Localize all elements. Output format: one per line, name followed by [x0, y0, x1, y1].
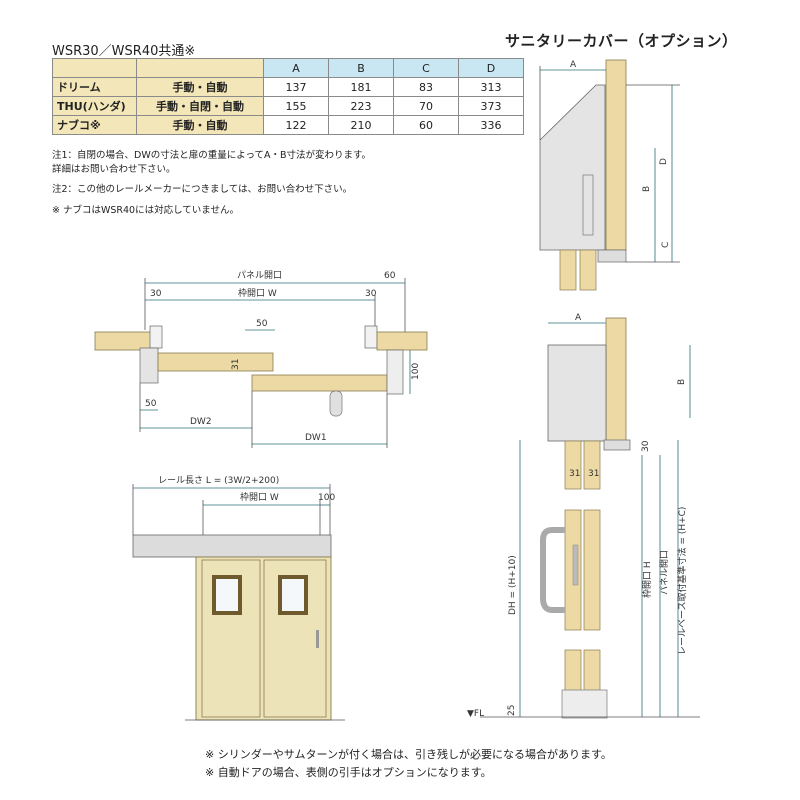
note-2: 注2：この他のレールメーカーにつきましては、お問い合わせ下さい。	[52, 184, 353, 195]
frame-opening-label: 枠開口 W	[238, 287, 277, 299]
door-leaf-bottom-right	[583, 649, 601, 696]
note-3: ※ ナブコはWSR40には対応していません。	[52, 205, 240, 216]
frame-right	[364, 325, 378, 349]
rail-base-label: レールベース取付基準寸法 = (H+C)	[676, 507, 688, 655]
dim-31-right-label: 31	[588, 469, 599, 479]
rail-base-section	[603, 439, 631, 451]
dim-d-label: D	[659, 158, 669, 165]
door-leaf-2	[157, 352, 274, 372]
door-handle-icon	[316, 630, 319, 648]
sanitary-cover-section	[547, 344, 607, 442]
operation-cell: 手動・自動	[136, 77, 264, 97]
dim-b-mid-label: B	[677, 379, 687, 385]
footnote-2: ※ 自動ドアの場合、表側の引手はオプションになります。	[205, 766, 492, 779]
dim-31-left-label: 31	[569, 469, 580, 479]
window-right	[282, 579, 304, 611]
fl-label: ▼FL	[467, 709, 484, 719]
frame-h-label: 枠開口 H	[641, 561, 653, 598]
door-leaf-1	[251, 374, 388, 392]
note-1-line-2: 詳細はお問い合わせ下さい。	[52, 164, 176, 175]
door-stop	[386, 349, 404, 395]
rail-base	[597, 249, 627, 263]
panel-opening-label: パネル開口	[659, 550, 670, 595]
wall-panel	[605, 59, 627, 251]
rail-cover	[132, 534, 332, 558]
rail-length-label: レール長さ L = (3W/2+200)	[158, 475, 279, 486]
dim-50-top-label: 50	[256, 319, 268, 329]
value-c: 70	[393, 96, 459, 116]
wall-panel-section	[605, 317, 627, 449]
wall-right	[376, 331, 428, 351]
dw1-label: DW1	[305, 433, 327, 443]
door-leaf-bottom-left	[564, 649, 582, 696]
table-row: ドリーム 手動・自動 137 181 83 313	[52, 77, 524, 97]
dim-100-elev-label: 100	[318, 493, 335, 503]
dw2-label: DW2	[190, 417, 212, 427]
handle-icon	[329, 390, 343, 417]
maker-cell: ナブコ※	[52, 115, 137, 135]
value-a: 155	[263, 96, 329, 116]
frame-opening-w-label: 枠開口 W	[240, 491, 279, 503]
plan-view: パネル開口 60 30 枠開口 W 30 50 31 100 50 DW2 DW…	[94, 270, 428, 448]
spec-table: A B C D ドリーム 手動・自動 137 181 83 313 THU(ハン…	[52, 58, 524, 135]
lock-plate-icon	[572, 544, 579, 586]
dim-100-label: 100	[411, 363, 421, 380]
door-leaf-top-left	[564, 440, 582, 490]
dim-c-label: C	[661, 242, 671, 248]
value-a: 122	[263, 115, 329, 135]
value-b: 210	[328, 115, 394, 135]
door-leaf-left	[559, 249, 577, 291]
sanitary-cover-title: サニタリーカバー（オプション）	[505, 32, 738, 50]
dim-a-mid-label: A	[575, 313, 582, 323]
table-header-row: A B C D	[52, 58, 524, 78]
door-leaf-top-right	[583, 440, 601, 490]
dim-30-left-label: 30	[150, 289, 162, 299]
operation-cell: 手動・自閉・自動	[136, 96, 264, 116]
rail-profile	[582, 174, 594, 236]
value-c: 60	[393, 115, 459, 135]
dim-30-right-label: 30	[365, 289, 377, 299]
footnote-1: ※ シリンダーやサムターンが付く場合は、引き残しが必要になる場合があります。	[205, 748, 612, 761]
wall-left	[94, 331, 159, 351]
floor-guide	[561, 689, 608, 719]
elevation-view: レール長さ L = (3W/2+200) 枠開口 W 100	[132, 475, 345, 721]
dim-a-label: A	[570, 60, 577, 70]
window-left	[216, 579, 238, 611]
value-d: 336	[458, 115, 524, 135]
panel-opening-label: パネル開口	[237, 270, 282, 281]
frame-left	[149, 325, 163, 349]
door-leaf-mid-right	[583, 509, 601, 631]
dh-label: DH = (H+10)	[508, 555, 518, 615]
dim-50-left-label: 50	[145, 399, 157, 409]
header-blank-1	[52, 58, 137, 78]
pull-handle-icon	[540, 527, 565, 613]
dim-60-label: 60	[384, 271, 396, 281]
sanitary-cover-detail: A D B C	[539, 59, 680, 291]
dim-b-label: B	[642, 186, 652, 192]
door-leaf-right	[579, 249, 597, 291]
table-title: WSR30／WSR40共通※	[52, 44, 196, 59]
dim-30-section-label: 30	[641, 440, 651, 452]
side-block	[139, 347, 159, 384]
section-view: A B 30 31 31 DH = (H+10) 枠開口 H パネル開口 レール…	[467, 313, 700, 719]
operation-cell: 手動・自動	[136, 115, 264, 135]
value-b: 223	[328, 96, 394, 116]
header-c: C	[393, 58, 459, 78]
header-d: D	[458, 58, 524, 78]
table-row: ナブコ※ 手動・自動 122 210 60 336	[52, 115, 524, 135]
table-row: THU(ハンダ) 手動・自閉・自動 155 223 70 373	[52, 96, 524, 116]
note-1-line-1: 注1：自閉の場合、DWの寸法と扉の重量によってA・B寸法が変わります。	[52, 150, 372, 161]
dim-25-label: 25	[507, 705, 517, 716]
sanitary-cover	[539, 84, 606, 251]
dim-31-label: 31	[231, 359, 241, 370]
